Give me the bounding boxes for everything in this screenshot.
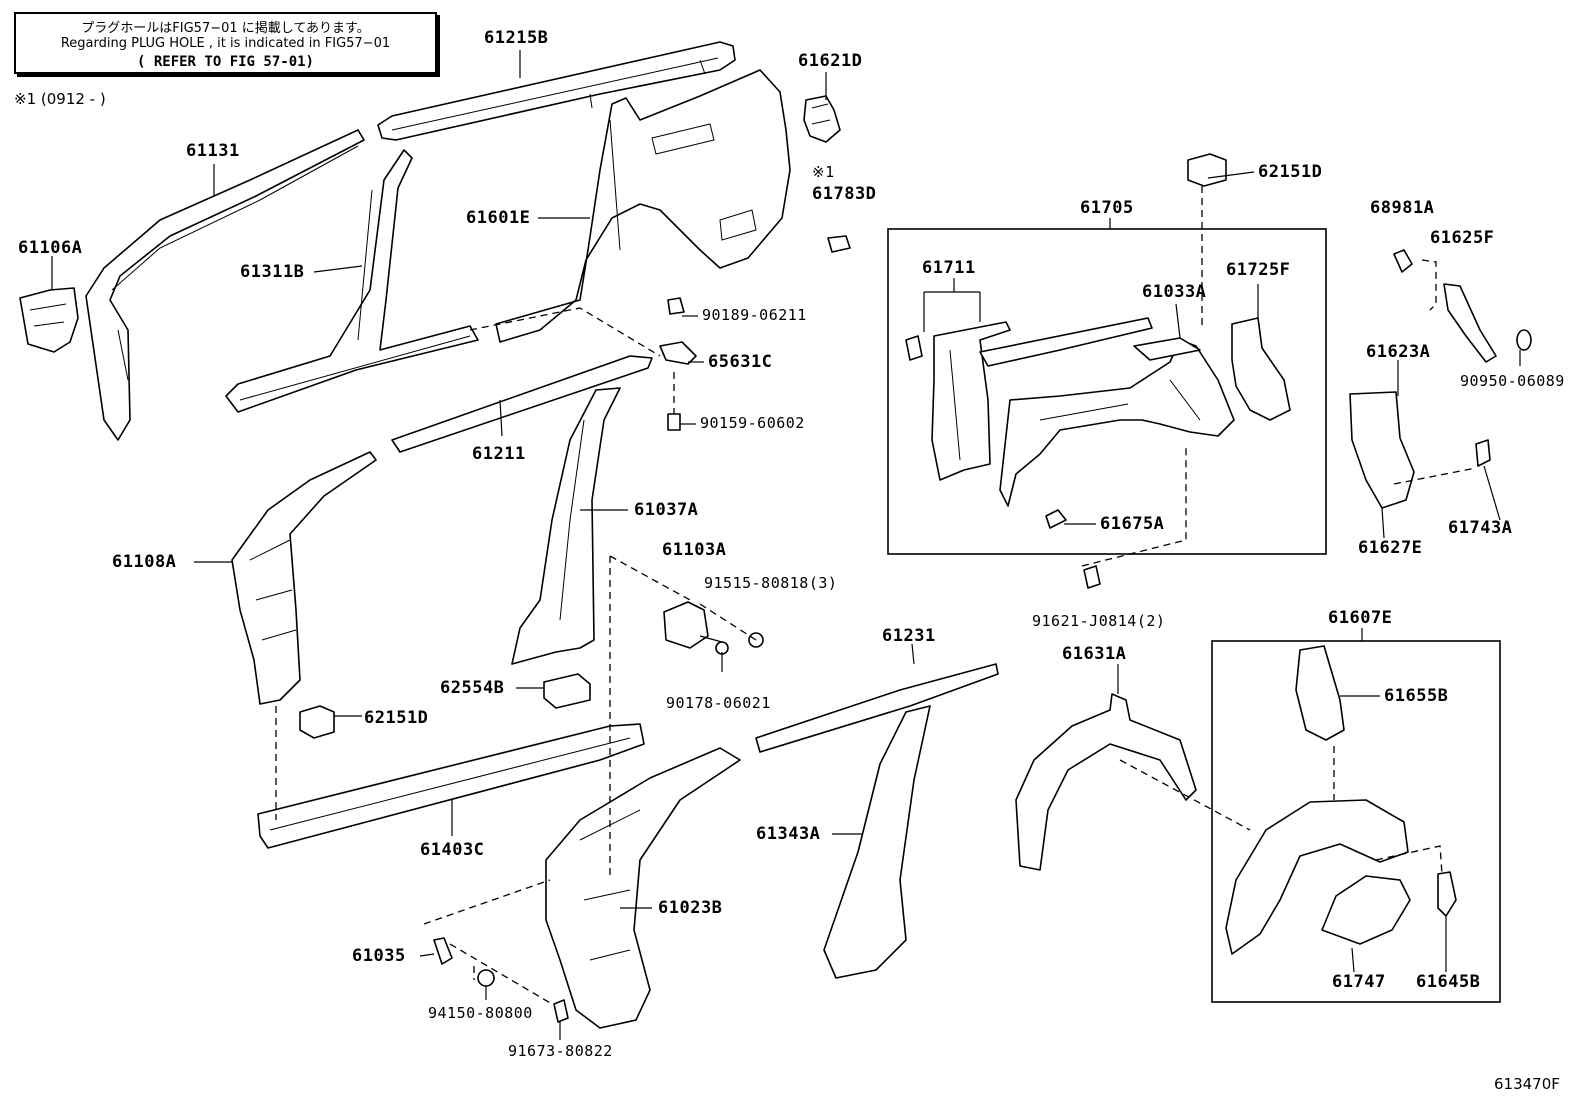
label-91621-J0814[interactable]: 91621-J0814(2) xyxy=(1032,612,1166,630)
label-68981A[interactable]: 68981A xyxy=(1370,198,1435,218)
part-61655B xyxy=(1295,645,1345,741)
label-90178-06021[interactable]: 90178-06021 xyxy=(666,694,771,712)
label-61627E[interactable]: 61627E xyxy=(1358,538,1423,558)
label-61625F[interactable]: 61625F xyxy=(1430,228,1495,248)
label-61231[interactable]: 61231 xyxy=(882,626,936,646)
label-91673-80822[interactable]: 91673-80822 xyxy=(508,1042,613,1060)
part-plug-90950-06089 xyxy=(1516,329,1532,351)
note-japanese: プラグホールはFIG57−01 に掲載してあります。 xyxy=(81,21,370,36)
part-roof-side-rail-61215B xyxy=(377,41,736,141)
leader-lines xyxy=(51,50,1521,1040)
label-61103A[interactable]: 61103A xyxy=(662,540,727,560)
label-61705[interactable]: 61705 xyxy=(1080,198,1134,218)
part-61343A xyxy=(823,705,931,979)
label-61023B[interactable]: 61023B xyxy=(658,898,723,918)
label-90159-60602[interactable]: 90159-60602 xyxy=(700,414,805,432)
part-61743A xyxy=(1475,439,1491,467)
part-pillar-61108A xyxy=(231,451,377,705)
part-roof-rail-outer-61131 xyxy=(85,129,365,441)
label-62151D-bottom[interactable]: 62151D xyxy=(364,708,429,728)
part-61645B xyxy=(1437,871,1457,917)
part-rail-61231 xyxy=(755,663,999,753)
mark-1: ※1 xyxy=(812,163,835,181)
label-61675A[interactable]: 61675A xyxy=(1100,514,1165,534)
part-bolt-91621 xyxy=(1083,565,1101,589)
label-90950-06089[interactable]: 90950-06089 xyxy=(1460,372,1565,390)
part-block-62554B xyxy=(543,673,591,709)
label-61621D[interactable]: 61621D xyxy=(798,51,863,71)
label-61403C[interactable]: 61403C xyxy=(420,840,485,860)
part-61033A-rail xyxy=(979,317,1153,367)
label-62151D-top[interactable]: 62151D xyxy=(1258,162,1323,182)
part-61625F xyxy=(1443,283,1497,363)
part-61747 xyxy=(1321,875,1411,945)
label-61108A[interactable]: 61108A xyxy=(112,552,177,572)
label-65631C[interactable]: 65631C xyxy=(708,352,773,372)
label-61645B[interactable]: 61645B xyxy=(1416,972,1481,992)
part-61623A xyxy=(1349,391,1415,509)
part-nut-94150 xyxy=(477,969,495,987)
part-pillar-61037A xyxy=(511,387,621,665)
label-94150-80800[interactable]: 94150-80800 xyxy=(428,1004,533,1022)
part-61033A xyxy=(999,337,1235,507)
part-rocker-61403C xyxy=(257,723,645,849)
label-61215B[interactable]: 61215B xyxy=(484,28,549,48)
label-61343A[interactable]: 61343A xyxy=(756,824,821,844)
note-refer: ( REFER TO FIG 57-01) xyxy=(136,54,314,70)
label-61311B[interactable]: 61311B xyxy=(240,262,305,282)
label-61783D[interactable]: 61783D xyxy=(812,184,877,204)
group-frame-61607E xyxy=(1211,640,1501,1003)
plug-hole-note: プラグホールはFIG57−01 に掲載してあります。 Regarding PLU… xyxy=(14,12,437,74)
part-bolt-90159 xyxy=(667,413,681,431)
part-pillar-61311B xyxy=(225,149,479,413)
label-61631A[interactable]: 61631A xyxy=(1062,644,1127,664)
part-bracket-61621D xyxy=(803,95,841,143)
label-62554B[interactable]: 62554B xyxy=(440,678,505,698)
part-bolt-91673 xyxy=(553,999,569,1023)
part-61103A xyxy=(663,601,709,649)
label-61211[interactable]: 61211 xyxy=(472,444,526,464)
label-61035[interactable]: 61035 xyxy=(352,946,406,966)
part-61725F xyxy=(1231,317,1291,421)
label-61601E[interactable]: 61601E xyxy=(466,208,531,228)
label-61743A[interactable]: 61743A xyxy=(1448,518,1513,538)
note-english: Regarding PLUG HOLE , it is indicated in… xyxy=(60,36,391,51)
part-wheelhouse-61631A xyxy=(1015,693,1197,871)
part-61711 xyxy=(905,321,1011,481)
part-bracket-61106A xyxy=(19,287,79,353)
part-block-62151D-bottom xyxy=(299,705,335,739)
label-61033A[interactable]: 61033A xyxy=(1142,282,1207,302)
part-61675A xyxy=(1045,509,1067,529)
label-61623A[interactable]: 61623A xyxy=(1366,342,1431,362)
part-clip-90189 xyxy=(667,297,685,315)
label-90189-06211[interactable]: 90189-06211 xyxy=(702,306,807,324)
label-61106A[interactable]: 61106A xyxy=(18,238,83,258)
part-bracket-65631C xyxy=(659,341,697,365)
part-61035 xyxy=(433,937,453,965)
part-wheelhouse-liner-61607E xyxy=(1225,799,1409,955)
part-pillar-61023B xyxy=(545,747,741,1029)
part-roof-rail-inner-61211 xyxy=(391,355,653,453)
label-91515-80818[interactable]: 91515-80818(3) xyxy=(704,574,838,592)
figure-number: 613470F xyxy=(1494,1075,1560,1093)
label-61037A[interactable]: 61037A xyxy=(634,500,699,520)
part-61783D xyxy=(827,235,851,253)
part-block-62151D-top xyxy=(1187,153,1227,187)
part-quarter-panel-61601E xyxy=(495,69,791,343)
footnote-mark: ※1 (0912 - ) xyxy=(14,90,106,108)
part-68981A xyxy=(1393,249,1413,273)
label-61747[interactable]: 61747 xyxy=(1332,972,1386,992)
dashed-relation-lines xyxy=(275,186,1477,1005)
label-61607E[interactable]: 61607E xyxy=(1328,608,1393,628)
label-61725F[interactable]: 61725F xyxy=(1226,260,1291,280)
label-61711[interactable]: 61711 xyxy=(922,258,976,278)
label-61131[interactable]: 61131 xyxy=(186,141,240,161)
label-61655B[interactable]: 61655B xyxy=(1384,686,1449,706)
group-frame-61705 xyxy=(887,228,1327,555)
